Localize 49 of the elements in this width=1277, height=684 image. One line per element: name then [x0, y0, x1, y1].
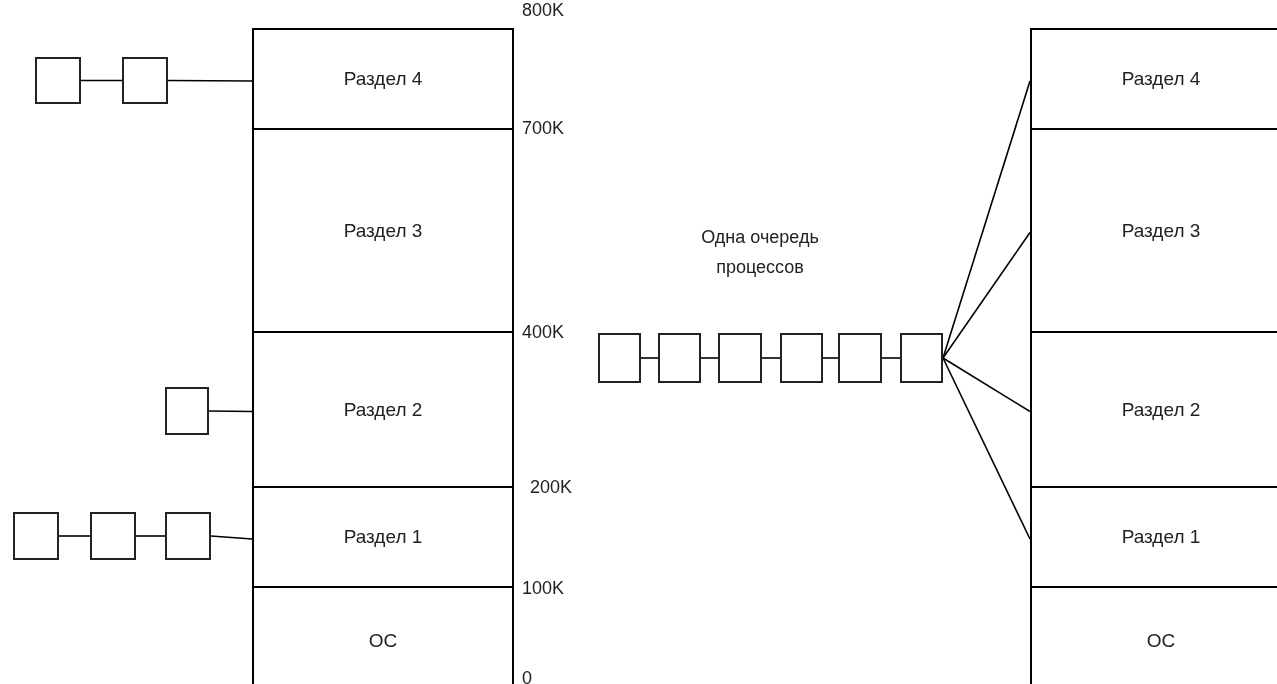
connector-line — [822, 357, 839, 359]
process-box — [165, 512, 211, 560]
connector-line — [135, 535, 166, 537]
address-label: 200K — [530, 477, 573, 498]
process-box — [165, 387, 209, 435]
partition-label: Раздел 1 — [343, 526, 423, 548]
process-box — [90, 512, 136, 560]
process-box — [780, 333, 823, 383]
partition-label: Раздел 3 — [1121, 219, 1201, 242]
memory-partition — [252, 128, 514, 333]
memory-partition — [252, 486, 514, 588]
memory-partition — [252, 331, 514, 488]
process-box — [838, 333, 882, 383]
connector-line — [210, 535, 253, 540]
queue-caption: Одна очередь процессов — [700, 226, 820, 279]
connector-line — [167, 79, 253, 82]
partition-label: Раздел 1 — [1121, 526, 1201, 548]
process-box — [35, 57, 81, 104]
process-box — [122, 57, 168, 104]
partition-label: Раздел 2 — [343, 398, 423, 421]
connector-line — [881, 357, 901, 359]
memory-partition — [252, 586, 514, 684]
connector-line — [761, 357, 781, 359]
partition-label: Раздел 3 — [343, 219, 423, 242]
connector-line — [58, 535, 91, 537]
connector-line — [208, 410, 253, 413]
address-label: 800K — [522, 0, 565, 21]
memory-partition — [252, 28, 514, 130]
partition-label: ОС — [1146, 630, 1176, 652]
connector-line — [640, 357, 659, 359]
process-box — [598, 333, 641, 383]
connector-line — [942, 357, 1031, 540]
connector-line — [700, 357, 719, 359]
address-label: 400K — [522, 322, 565, 343]
address-label: 100K — [522, 578, 565, 599]
connector-line — [80, 79, 123, 82]
process-box — [718, 333, 762, 383]
connector-line — [942, 231, 1031, 359]
partition-label: Раздел 4 — [1121, 68, 1201, 90]
process-box — [900, 333, 943, 383]
process-box — [658, 333, 701, 383]
memory-partition — [1030, 28, 1277, 130]
partition-label: Раздел 4 — [343, 68, 423, 90]
partition-label: ОС — [368, 630, 398, 652]
connector-line — [942, 357, 1031, 413]
partition-label: Раздел 2 — [1121, 398, 1201, 421]
process-box — [13, 512, 59, 560]
address-label: 0 — [522, 668, 532, 684]
address-label: 700K — [522, 118, 565, 139]
